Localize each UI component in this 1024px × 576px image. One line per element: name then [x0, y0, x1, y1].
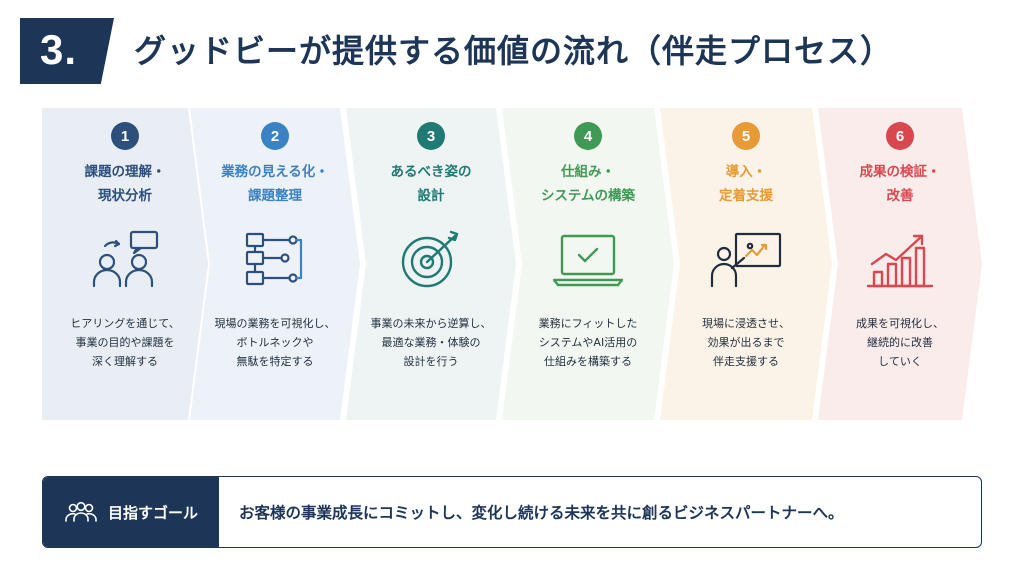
step-title-line: 現状分析	[98, 188, 152, 204]
flowchart-icon	[235, 228, 315, 290]
step-title: あるべき姿の 設計	[364, 160, 498, 208]
target-icon	[391, 228, 471, 290]
step-description-line: 事業の未来から逆算し、	[370, 317, 492, 330]
section-number: 3.	[40, 26, 78, 73]
step-title-line: あるべき姿の	[390, 164, 472, 180]
step-title: 成果の検証・ 改善	[836, 160, 964, 208]
goal-label-text: 目指すゴール	[107, 503, 198, 522]
team-icon	[65, 501, 97, 522]
page-title: グッドビーが提供する価値の流れ（伴走プロセス）	[134, 32, 894, 70]
step-title-line: 課題整理	[248, 188, 302, 204]
goal-bar: 目指すゴール お客様の事業成長にコミットし、変化し続ける未来を共に創るビジネスパ…	[42, 476, 982, 548]
step-description-line: 伴走支援する	[713, 355, 779, 368]
step-description: 業務にフィットした システムやAI活用の 仕組みを構築する	[516, 314, 660, 371]
step-description-line: 設計を行う	[403, 355, 459, 368]
step-1: 1 課題の理解・ 現状分析 ヒアリングを通じて、 事業の目的や課題を 深く理解す…	[42, 108, 208, 420]
step-title-line: 改善	[886, 188, 914, 204]
step-title-line: 成果の検証・	[859, 164, 941, 180]
step-number: 6	[886, 122, 914, 150]
step-description-line: 現場に浸透させ、	[702, 317, 790, 330]
step-description-line: 効果が出るまで	[707, 336, 785, 349]
step-description-line: 仕組みを構築する	[544, 355, 632, 368]
step-title-line: 設計	[417, 188, 445, 204]
step-title-line: 業務の見える化・	[221, 164, 329, 180]
step-title-line: 仕組み・	[561, 164, 615, 180]
consultation-people-icon	[85, 228, 165, 290]
step-description-line: していく	[878, 355, 922, 368]
step-number: 4	[574, 122, 602, 150]
step-title-line: 定着支援	[719, 188, 773, 204]
step-description: 現場に浸透させ、 効果が出るまで 伴走支援する	[674, 314, 818, 371]
step-number: 2	[261, 122, 289, 150]
process-steps: 1 課題の理解・ 現状分析 ヒアリングを通じて、 事業の目的や課題を 深く理解す…	[42, 108, 982, 420]
step-title-line: 導入・	[725, 164, 767, 180]
goal-label: 目指すゴール	[43, 477, 219, 547]
step-title: 仕組み・ システムの構築	[520, 160, 656, 208]
step-description: 成果を可視化し、 継続的に改善 していく	[832, 314, 968, 371]
step-5: 5 導入・ 定着支援 現場に浸透させ、 効果が出るまで 伴走支援する	[660, 108, 832, 420]
growth-chart-icon	[860, 228, 940, 290]
step-description: 現場の業務を可視化し、 ボトルネックや 無駄を特定する	[204, 314, 346, 371]
step-description-line: ヒアリングを通じて、	[70, 317, 180, 330]
laptop-check-icon	[548, 228, 628, 290]
step-description-line: 成果を可視化し、	[856, 317, 944, 330]
step-title: 業務の見える化・ 課題整理	[208, 160, 342, 208]
step-4: 4 仕組み・ システムの構築 業務にフィットした システムやAI活用の 仕組みを…	[502, 108, 674, 420]
step-description: ヒアリングを通じて、 事業の目的や課題を 深く理解する	[56, 314, 194, 371]
step-description-line: 現場の業務を可視化し、	[214, 317, 336, 330]
step-number: 5	[732, 122, 760, 150]
step-description-line: 最適な業務・体験の	[381, 336, 481, 349]
step-3: 3 あるべき姿の 設計 事業の未来から逆算し、 最適な業務・体験の 設計を行う	[346, 108, 516, 420]
step-description-line: ボトルネックや	[236, 336, 314, 349]
step-title: 課題の理解・ 現状分析	[60, 160, 190, 208]
presentation-icon	[706, 228, 786, 290]
step-number: 3	[417, 122, 445, 150]
step-description-line: 深く理解する	[92, 355, 158, 368]
step-description: 事業の未来から逆算し、 最適な業務・体験の 設計を行う	[360, 314, 502, 371]
step-title-line: 課題の理解・	[84, 164, 166, 180]
step-description-line: 事業の目的や課題を	[75, 336, 175, 349]
step-description-line: システムやAI活用の	[538, 336, 638, 349]
step-description-line: 無駄を特定する	[236, 355, 314, 368]
step-description-line: 継続的に改善	[867, 336, 933, 349]
step-title: 導入・ 定着支援	[678, 160, 814, 208]
step-2: 2 業務の見える化・ 課題整理 現場の業務を可視化し、 ボトルネックや 無駄を特…	[190, 108, 360, 420]
step-number: 1	[111, 122, 139, 150]
section-number-badge: 3.	[20, 18, 114, 84]
step-6: 6 成果の検証・ 改善 成果を可視化し、 継続的に改善 していく	[818, 108, 982, 420]
goal-statement: お客様の事業成長にコミットし、変化し続ける未来を共に創るビジネスパートナーへ。	[239, 504, 844, 522]
step-title-line: システムの構築	[540, 188, 636, 204]
step-description-line: 業務にフィットした	[538, 317, 638, 330]
